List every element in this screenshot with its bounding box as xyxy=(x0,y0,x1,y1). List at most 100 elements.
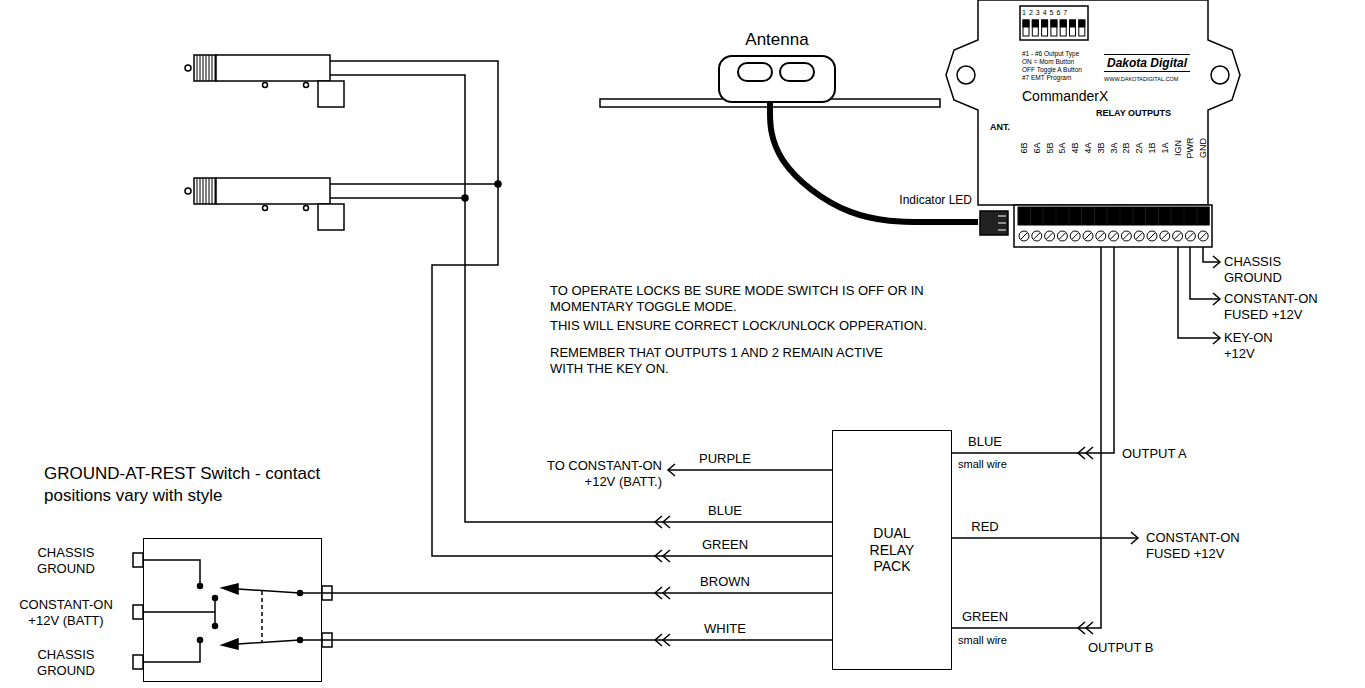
switch-contacts xyxy=(143,598,215,626)
module-part xyxy=(1123,233,1129,239)
module-part xyxy=(1060,20,1066,36)
module-part xyxy=(1023,20,1029,36)
module-part xyxy=(1069,207,1081,225)
switch-contacts xyxy=(143,560,200,584)
module-part xyxy=(1021,233,1027,239)
wire-label: CONSTANT-ON FUSED +12V xyxy=(1146,530,1251,561)
wire-label: CONSTANT-ON FUSED +12V xyxy=(1224,291,1329,322)
module-outline xyxy=(978,0,1242,247)
module-part xyxy=(1070,231,1080,241)
door-lock-actuator xyxy=(203,55,204,81)
module-part xyxy=(1045,231,1055,241)
wire xyxy=(322,639,832,641)
wire-label: WHITE xyxy=(704,621,746,637)
module-part xyxy=(1149,233,1155,239)
module-part xyxy=(1108,207,1120,225)
door-lock-actuator xyxy=(216,178,330,204)
module-part xyxy=(1121,231,1131,241)
module-label: PWR xyxy=(1185,138,1196,159)
node-label: GROUND-AT-REST Switch - contact position… xyxy=(44,463,329,507)
door-lock-actuator xyxy=(185,188,191,194)
power-wire xyxy=(952,537,1138,539)
node-label: DUAL RELAY PACK xyxy=(862,525,922,575)
wire-label: small wire xyxy=(958,458,1007,471)
module-part xyxy=(1034,233,1040,239)
switch-contacts xyxy=(298,638,303,643)
antenna-cable xyxy=(770,103,978,222)
module-part xyxy=(1160,231,1170,241)
door-lock-actuator xyxy=(197,55,198,81)
module-part xyxy=(1211,66,1229,84)
module-part xyxy=(1082,207,1094,225)
controller-module: 1234567#1 - #6 Output TypeON = Mom Butto… xyxy=(978,0,1242,247)
module-part xyxy=(1184,207,1196,225)
connector-symbol xyxy=(663,550,670,562)
module-part xyxy=(1051,20,1057,36)
module-label: 1B xyxy=(1147,142,1158,153)
connector-symbol xyxy=(655,256,1220,646)
module-label: CommanderX xyxy=(1022,88,1108,105)
door-lock-actuator xyxy=(318,81,344,107)
switch-contacts xyxy=(198,638,203,643)
wire-label: OUTPUT A xyxy=(1122,446,1187,462)
module-part xyxy=(1018,207,1030,225)
connector-symbol xyxy=(1213,256,1220,268)
module-part xyxy=(1197,207,1209,225)
module-label: 5A xyxy=(1057,142,1068,153)
switch-contacts xyxy=(133,655,143,669)
power-wire xyxy=(668,469,832,471)
module-label: #7 EMT Program xyxy=(1022,74,1071,82)
module-label: Dakota Digital xyxy=(1104,54,1190,72)
module-label: 3A xyxy=(1108,142,1119,153)
module-part xyxy=(998,223,1006,224)
wire-label: small wire xyxy=(958,634,1007,647)
module-label: #1 - #6 Output Type xyxy=(1022,50,1079,58)
wire-label: BLUE xyxy=(708,503,742,519)
connector-symbol xyxy=(668,464,675,476)
module-label: 1A xyxy=(1159,142,1170,153)
door-lock-actuator xyxy=(197,178,198,204)
door-lock-actuator xyxy=(185,65,191,71)
rocker-switch: GROUND-AT-REST Switch - contact position… xyxy=(143,538,322,682)
module-label: ANT. xyxy=(990,122,1010,133)
wire-label: TO OPERATE LOCKS BE SURE MODE SWITCH IS … xyxy=(550,283,945,314)
module-part xyxy=(1136,233,1142,239)
wire-label: GREEN xyxy=(962,609,1008,625)
door-lock-actuator xyxy=(263,206,268,211)
module-label: 2A xyxy=(1134,142,1145,153)
antenna: Antenna xyxy=(718,55,836,103)
switch-contacts xyxy=(213,624,218,629)
wire-label: BROWN xyxy=(700,574,750,590)
module-part xyxy=(1072,233,1078,239)
module-part xyxy=(1079,20,1085,27)
module-part xyxy=(957,66,975,84)
module-part xyxy=(1083,231,1093,241)
module-part xyxy=(1019,231,1029,241)
wire-label: Indicator LED xyxy=(899,193,972,207)
wire-label: CHASSIS GROUND xyxy=(1224,254,1329,285)
module-part xyxy=(1057,231,1067,241)
module-part xyxy=(1085,233,1091,239)
door-lock-actuator xyxy=(209,55,210,81)
wire-label: CHASSIS GROUND xyxy=(26,647,106,678)
connector-symbol xyxy=(1131,532,1138,544)
door-lock-actuator xyxy=(216,55,330,81)
module-part xyxy=(1111,233,1117,239)
door-lock-actuator xyxy=(304,83,309,88)
module-part xyxy=(1079,20,1085,36)
door-lock-actuator xyxy=(209,178,210,204)
module-part xyxy=(1070,20,1076,36)
module-part xyxy=(1120,207,1132,225)
door-lock-actuator xyxy=(304,206,309,211)
door-lock-actuator xyxy=(200,55,201,81)
wire-label: KEY-ON +12V xyxy=(1224,330,1284,361)
door-lock-actuator xyxy=(206,178,207,204)
wire-label: TO CONSTANT-ON +12V (BATT.) xyxy=(537,458,662,489)
module-part xyxy=(1023,20,1029,27)
wire-label: OUTPUT B xyxy=(1088,640,1154,656)
door-lock-actuator xyxy=(206,55,207,81)
antenna-window xyxy=(738,63,772,81)
switch-contacts xyxy=(133,553,143,567)
